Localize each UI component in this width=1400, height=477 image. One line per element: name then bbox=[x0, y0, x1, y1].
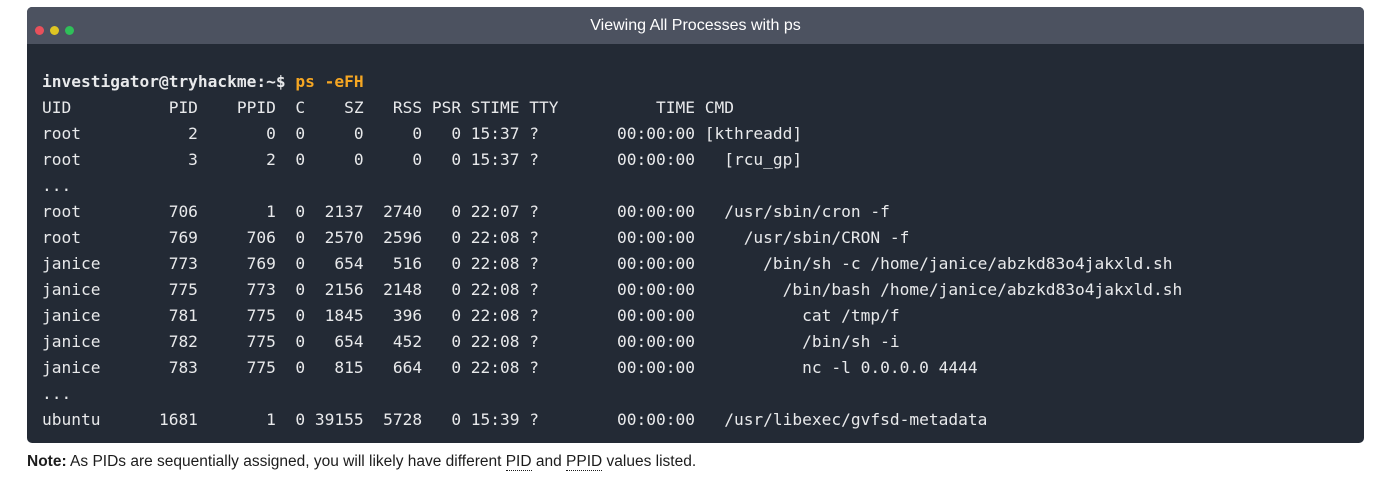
prompt-line: investigator@tryhackme:~$ ps -eFH bbox=[42, 69, 1364, 95]
ellipsis-row: ... bbox=[42, 176, 72, 195]
terminal-window: Viewing All Processes with ps investigat… bbox=[27, 7, 1364, 443]
note-paragraph: Note: As PIDs are sequentially assigned,… bbox=[27, 453, 696, 471]
ps-header-row: UID PID PPID C SZ RSS PSR STIME TTY TIME… bbox=[42, 98, 734, 117]
ps-row: janice 773 769 0 654 516 0 22:08 ? 00:00… bbox=[42, 254, 1173, 273]
maximize-window-dot-icon bbox=[65, 26, 74, 35]
note-text-after: values listed. bbox=[602, 453, 697, 470]
ps-row: janice 782 775 0 654 452 0 22:08 ? 00:00… bbox=[42, 332, 900, 351]
ps-row: root 769 706 0 2570 2596 0 22:08 ? 00:00… bbox=[42, 228, 910, 247]
ps-row: root 2 0 0 0 0 0 15:37 ? 00:00:00 [kthre… bbox=[42, 124, 803, 143]
terminal-output: investigator@tryhackme:~$ ps -eFH UID PI… bbox=[27, 44, 1364, 433]
ps-row: root 706 1 0 2137 2740 0 22:07 ? 00:00:0… bbox=[42, 202, 890, 221]
pid-abbreviation: PID bbox=[505, 453, 532, 471]
shell-command: ps -eFH bbox=[295, 72, 364, 91]
note-text-before: As PIDs are sequentially assigned, you w… bbox=[66, 453, 506, 470]
ps-row: janice 783 775 0 815 664 0 22:08 ? 00:00… bbox=[42, 358, 978, 377]
terminal-titlebar: Viewing All Processes with ps bbox=[27, 7, 1364, 44]
ellipsis-row: ... bbox=[42, 384, 72, 403]
note-label: Note: bbox=[27, 453, 67, 470]
shell-prompt: investigator@tryhackme:~$ bbox=[42, 72, 286, 91]
ps-row: ubuntu 1681 1 0 39155 5728 0 15:39 ? 00:… bbox=[42, 410, 988, 429]
ps-row: janice 781 775 0 1845 396 0 22:08 ? 00:0… bbox=[42, 306, 900, 325]
ps-row: janice 775 773 0 2156 2148 0 22:08 ? 00:… bbox=[42, 280, 1183, 299]
ppid-abbreviation: PPID bbox=[566, 453, 603, 471]
window-title: Viewing All Processes with ps bbox=[590, 17, 801, 34]
ps-row: root 3 2 0 0 0 0 15:37 ? 00:00:00 [rcu_g… bbox=[42, 150, 803, 169]
note-text-and: and bbox=[531, 453, 567, 470]
close-window-dot-icon bbox=[35, 26, 44, 35]
minimize-window-dot-icon bbox=[50, 26, 59, 35]
